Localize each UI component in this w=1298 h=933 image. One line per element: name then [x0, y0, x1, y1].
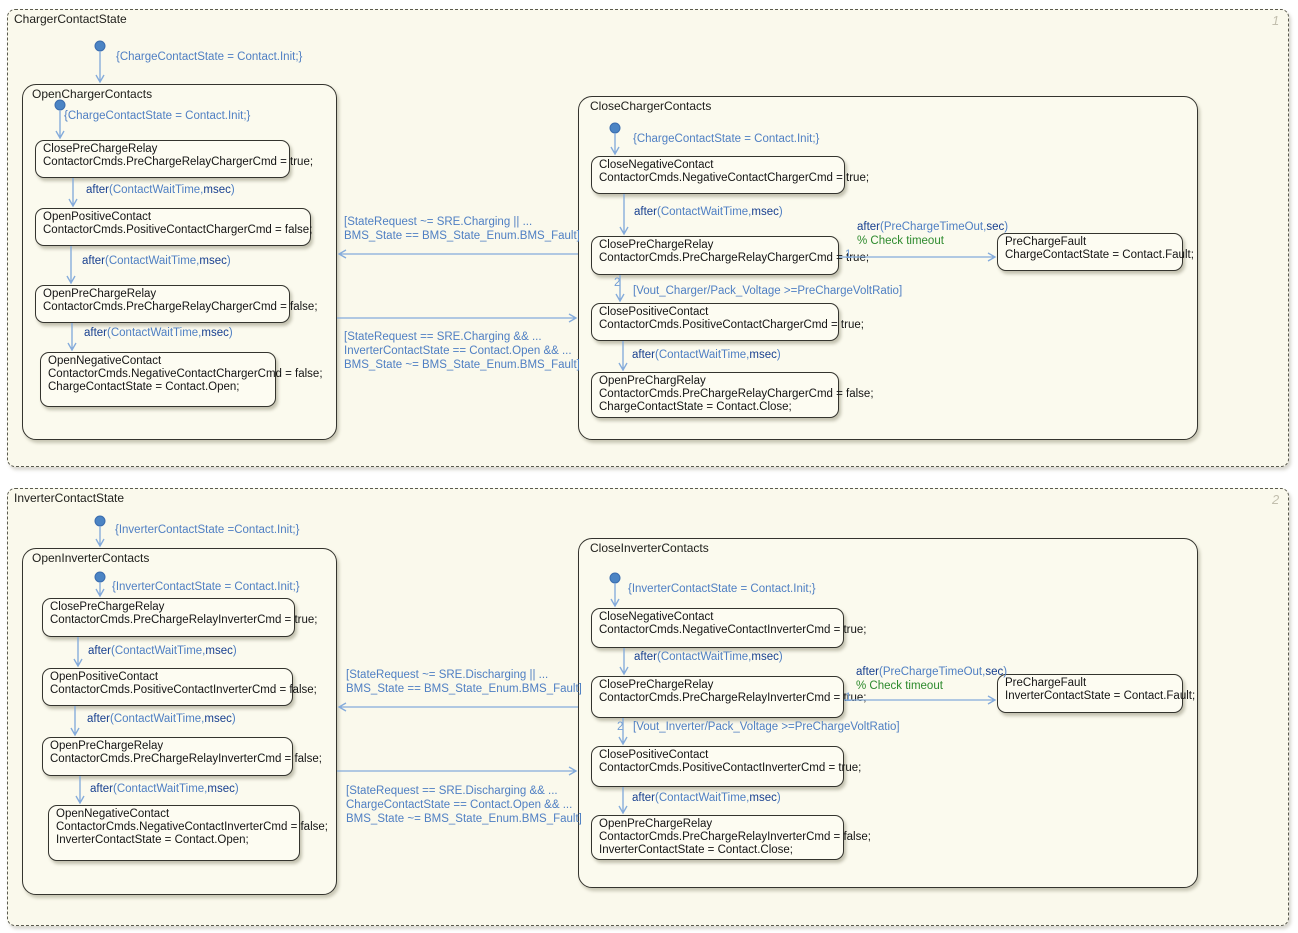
transition-label-after[interactable]: after(ContactWaitTime,msec): [632, 349, 781, 361]
transition-label-after[interactable]: after(ContactWaitTime,msec): [84, 327, 233, 339]
order-label[interactable]: 1: [845, 249, 852, 261]
comment-label[interactable]: % Check timeout: [856, 680, 943, 692]
chart2-title: InverterContactState: [14, 491, 125, 505]
state-box[interactable]: OpenPositiveContact ContactorCmds.Positi…: [35, 208, 312, 246]
state-box[interactable]: OpenNegativeContact ContactorCmds.Negati…: [40, 352, 323, 407]
state-box[interactable]: ClosePreChargeRelay ContactorCmds.PreCha…: [42, 598, 317, 637]
transition-label-after[interactable]: after(ContactWaitTime,msec): [86, 184, 235, 196]
condition-label-to-close[interactable]: [StateRequest == SRE.Charging && ... Inv…: [344, 331, 580, 371]
transition-label-after-timeout[interactable]: after(PreChargeTimeOut,sec): [857, 221, 1009, 233]
default-transition-label[interactable]: {ChargeContactState = Contact.Init;}: [633, 133, 820, 145]
state-box[interactable]: CloseNegativeContact ContactorCmds.Negat…: [591, 156, 869, 194]
chart1-execution-order-badge: 1: [1272, 13, 1280, 28]
default-transition-label[interactable]: {ChargeContactState = Contact.Init;}: [64, 110, 251, 122]
default-transition-label[interactable]: {InverterContactState =Contact.Init;}: [115, 524, 300, 536]
transition-label-after[interactable]: after(ContactWaitTime,msec): [82, 255, 231, 267]
default-transition-label[interactable]: {InverterContactState = Contact.Init;}: [112, 581, 300, 593]
chart2-execution-order-badge: 2: [1272, 492, 1280, 507]
state-title: OpenChargerContacts: [32, 87, 153, 101]
state-box[interactable]: ClosePreChargeRelay ContactorCmds.PreCha…: [35, 140, 313, 178]
condition-label-to-close[interactable]: [StateRequest == SRE.Discharging && ... …: [346, 785, 582, 825]
comment-label[interactable]: % Check timeout: [857, 235, 944, 247]
state-box[interactable]: CloseNegativeContact ContactorCmds.Negat…: [591, 608, 867, 648]
transition-label-after[interactable]: after(ContactWaitTime,msec): [634, 206, 783, 218]
state-precharge-fault[interactable]: PreChargeFault InverterContactState = Co…: [997, 674, 1195, 713]
condition-label-voltage[interactable]: [Vout_Charger/Pack_Voltage >=PreChargeVo…: [633, 285, 903, 297]
transition-label-after[interactable]: after(ContactWaitTime,msec): [634, 651, 783, 663]
state-box[interactable]: OpenPreChargeRelay ContactorCmds.PreChar…: [35, 285, 318, 323]
state-precharge-fault[interactable]: PreChargeFault ChargeContactState = Cont…: [997, 233, 1194, 271]
condition-label-to-open[interactable]: [StateRequest ~= SRE.Charging || ... BMS…: [344, 216, 580, 242]
state-box[interactable]: ClosePositiveContact ContactorCmds.Posit…: [591, 303, 864, 341]
transition-label-after[interactable]: after(ContactWaitTime,msec): [88, 645, 237, 657]
state-title: CloseInverterContacts: [590, 541, 709, 555]
state-box[interactable]: OpenPreChargRelay ContactorCmds.PreCharg…: [591, 372, 874, 418]
state-box[interactable]: OpenPreChargeRelay ContactorCmds.PreChar…: [591, 815, 871, 860]
state-title: CloseChargerContacts: [590, 99, 712, 113]
state-box[interactable]: ClosePreChargeRelay ContactorCmds.PreCha…: [591, 236, 869, 275]
transition-label-after-timeout[interactable]: after(PreChargeTimeOut,sec): [856, 666, 1008, 678]
transition-label-after[interactable]: after(ContactWaitTime,msec): [87, 713, 236, 725]
order-label[interactable]: 2: [617, 721, 624, 733]
chart1-title: ChargerContactState: [14, 12, 127, 26]
order-label[interactable]: 2: [614, 277, 621, 289]
transition-label-after[interactable]: after(ContactWaitTime,msec): [632, 792, 781, 804]
condition-label-voltage[interactable]: [Vout_Inverter/Pack_Voltage >=PreChargeV…: [633, 721, 900, 733]
transition-label-after[interactable]: after(ContactWaitTime,msec): [90, 783, 239, 795]
state-box[interactable]: OpenPositiveContact ContactorCmds.Positi…: [42, 668, 317, 706]
condition-label-to-open[interactable]: [StateRequest ~= SRE.Discharging || ... …: [346, 669, 582, 695]
state-box[interactable]: OpenNegativeContact ContactorCmds.Negati…: [48, 805, 328, 861]
state-title: OpenInverterContacts: [32, 551, 150, 565]
default-transition-label[interactable]: {ChargeContactState = Contact.Init;}: [116, 51, 303, 63]
order-label[interactable]: 1: [845, 692, 852, 704]
state-box[interactable]: ClosePreChargeRelay ContactorCmds.PreCha…: [591, 676, 866, 718]
state-box[interactable]: ClosePositiveContact ContactorCmds.Posit…: [591, 746, 861, 787]
default-transition-label[interactable]: {InverterContactState = Contact.Init;}: [628, 583, 816, 595]
state-box[interactable]: OpenPreChargeRelay ContactorCmds.PreChar…: [42, 737, 322, 776]
